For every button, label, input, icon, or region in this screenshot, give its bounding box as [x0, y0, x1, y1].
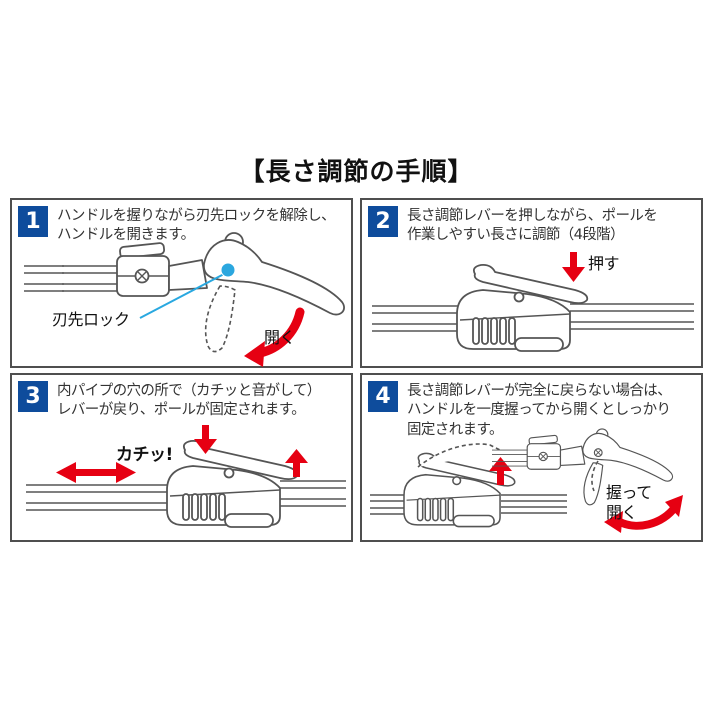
step-panel-4: 4 長さ調節レバーが完全に戻らない場合は、 ハンドルを一度握ってから開くとしっか…	[360, 373, 703, 542]
slide-arrow-icon	[56, 462, 136, 483]
blade-lock-label: 刃先ロック	[52, 310, 130, 329]
step-4-text-line-1: 長さ調節レバーが完全に戻らない場合は、	[407, 383, 672, 399]
step-panel-3: 3 内パイプの穴の所で（カチッと音がして） レバーが戻り、ポールが固定されます。	[10, 373, 353, 542]
step-3-header: 3 内パイプの穴の所で（カチッと音がして） レバーが戻り、ポールが固定されます。	[12, 375, 351, 421]
step-3-text-line-1: 内パイプの穴の所で（カチッと音がして）	[57, 383, 321, 399]
step-4-header: 4 長さ調節レバーが完全に戻らない場合は、 ハンドルを一度握ってから開くとしっか…	[362, 375, 701, 440]
step-1-text-line-2: ハンドルを開きます。	[57, 227, 195, 244]
step-4-text-line-2: ハンドルを一度握ってから開くとしっかり	[407, 402, 671, 419]
step-2-canvas: 押す	[362, 250, 701, 366]
step-3-number-badge: 3	[18, 381, 48, 412]
page-title: 【長さ調節の手順】	[239, 157, 474, 186]
step-2-illustration	[372, 252, 694, 352]
step-1-number-badge: 1	[18, 206, 48, 237]
click-label: カチッ!	[116, 445, 173, 465]
callout-line	[139, 273, 225, 319]
step-3-text: 内パイプの穴の所で（カチッと音がして） レバーが戻り、ポールが固定されます。	[57, 381, 321, 421]
click-down-arrow-icon	[194, 425, 217, 454]
push-arrow-icon	[562, 252, 585, 282]
push-label: 押す	[588, 254, 620, 273]
step-1-text-line-1: ハンドルを握りながら刃先ロックを解除し、	[57, 208, 336, 224]
blade-lock-indicator-dot	[220, 262, 236, 278]
step-4-illustration	[370, 428, 683, 533]
step-2-text: 長さ調節レバーを押しながら、ポールを 作業しやすい長さに調節（4段階）	[407, 206, 658, 246]
step-3-canvas: カチッ!	[12, 423, 351, 540]
lever-up-arrow-icon	[285, 449, 308, 477]
step-4-text-line-3: 固定されます。	[407, 421, 503, 438]
grip-open-label: 握って 開く	[606, 483, 652, 522]
step-1-text: ハンドルを握りながら刃先ロックを解除し、 ハンドルを開きます。	[57, 206, 336, 246]
step-panel-2: 2 長さ調節レバーを押しながら、ポールを 作業しやすい長さに調節（4段階） 押す	[360, 198, 703, 368]
step-3-illustration	[26, 425, 346, 528]
step-2-text-line-1: 長さ調節レバーを押しながら、ポールを	[407, 208, 658, 224]
step-1-header: 1 ハンドルを握りながら刃先ロックを解除し、 ハンドルを開きます。	[12, 200, 351, 246]
step-panel-1: 1 ハンドルを握りながら刃先ロックを解除し、 ハンドルを開きます。	[10, 198, 353, 368]
step-4-canvas: 握って 開く	[362, 375, 701, 540]
step-3-text-line-2: レバーが戻り、ポールが固定されます。	[57, 402, 306, 419]
step-1-canvas: 刃先ロック 開く	[12, 232, 351, 367]
grip-open-arrow-icon	[604, 495, 683, 533]
step-2-header: 2 長さ調節レバーを押しながら、ポールを 作業しやすい長さに調節（4段階）	[362, 200, 701, 246]
open-arrow-icon	[244, 307, 305, 367]
step-2-text-line-2: 作業しやすい長さに調節（4段階）	[407, 227, 625, 244]
step-4-number-badge: 4	[368, 381, 398, 412]
open-label: 開く	[264, 328, 296, 347]
step-1-illustration	[24, 232, 345, 367]
step-4-text: 長さ調節レバーが完全に戻らない場合は、 ハンドルを一度握ってから開くとしっかり …	[407, 381, 672, 440]
step-2-number-badge: 2	[368, 206, 398, 237]
release-up-arrow-icon	[489, 457, 512, 485]
